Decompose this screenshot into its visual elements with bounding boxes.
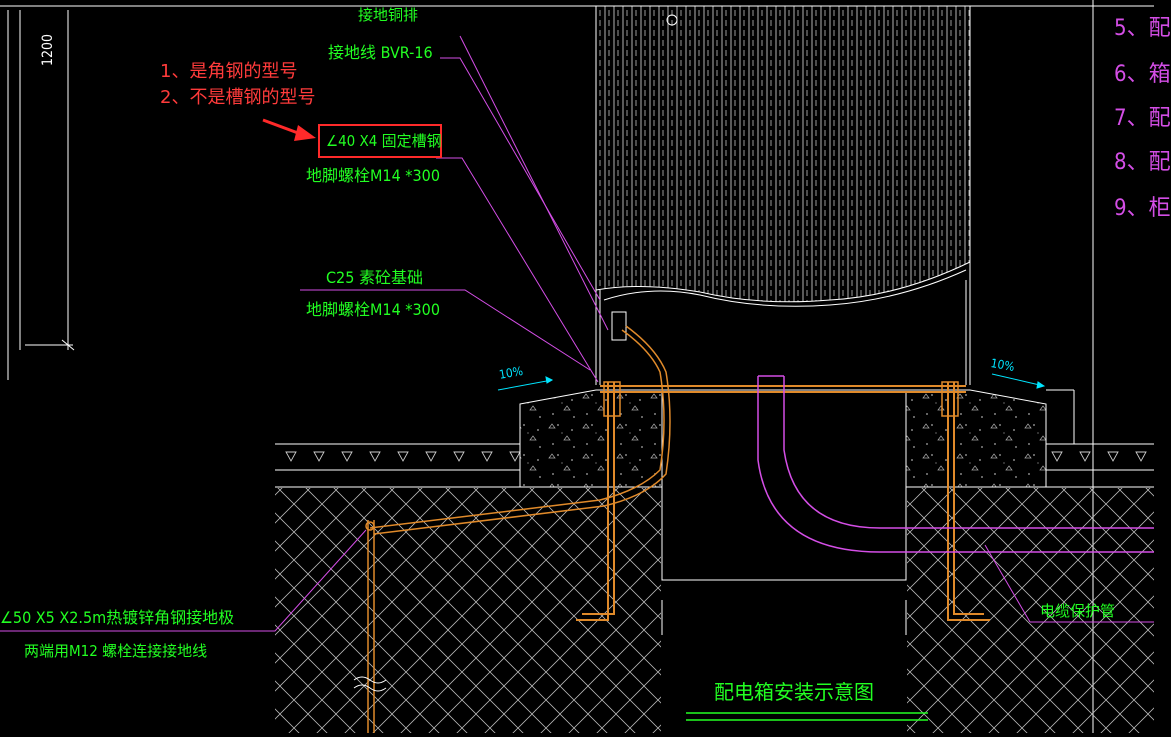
leader-lines	[0, 35, 1154, 632]
label-cable-pipe: 电缆保护管	[1040, 602, 1116, 620]
side-note-7: 7、配	[1114, 106, 1171, 131]
ground-triangle	[397, 451, 409, 462]
distribution-cabinet	[595, 5, 971, 385]
ground-triangle	[313, 451, 325, 462]
highlight-box	[318, 124, 442, 158]
ground-triangle	[425, 451, 437, 462]
red-pointer-arrow	[262, 118, 316, 141]
label-angle-steel: ∠40 X4 固定槽钢	[326, 132, 442, 150]
label-anchor-bolt-1: 地脚螺栓M14 *300	[306, 166, 440, 185]
annotation-note-1: 1、是角钢的型号	[160, 61, 298, 82]
label-concrete-base: C25 素砼基础	[326, 268, 423, 287]
label-anchor-bolt-2: 地脚螺栓M14 *300	[306, 300, 440, 319]
ground-triangle	[341, 451, 353, 462]
left-dimension	[7, 10, 75, 380]
label-ground-wire: 接地线 BVR-16	[328, 43, 433, 62]
ground-triangle	[481, 451, 493, 462]
cable-protection-pipe	[757, 375, 1154, 553]
side-note-5: 5、配	[1114, 16, 1171, 41]
side-note-6: 6、箱	[1114, 62, 1171, 87]
ground-triangle	[1079, 451, 1091, 462]
side-note-8: 8、配	[1114, 150, 1171, 175]
ground-triangle	[1051, 451, 1063, 462]
ground-triangle	[453, 451, 465, 462]
annotation-note-2: 2、不是槽钢的型号	[160, 87, 316, 108]
side-note-9: 9、柜	[1114, 196, 1171, 221]
label-bolt-connect: 两端用M12 螺栓连接接地线	[24, 642, 208, 660]
label-ground-copper: 接地铜排	[358, 6, 419, 24]
ground-triangle	[1135, 451, 1147, 462]
ground-triangle	[509, 451, 521, 462]
ground-fill-triangles	[285, 451, 1147, 462]
ground-triangle	[1107, 451, 1119, 462]
angle-steel-and-bolts	[576, 381, 990, 621]
dimension-1200: 1200	[40, 33, 56, 66]
label-ground-pole: ∠50 X5 X2.5m热镀锌角钢接地极	[0, 608, 235, 627]
ground-wire	[353, 325, 671, 733]
ground-triangle	[369, 451, 381, 462]
ground-triangle	[285, 451, 297, 462]
slope-arrows	[497, 373, 1046, 391]
concrete-foundation	[519, 389, 1075, 635]
drawing-title: 配电箱安装示意图	[714, 680, 874, 704]
